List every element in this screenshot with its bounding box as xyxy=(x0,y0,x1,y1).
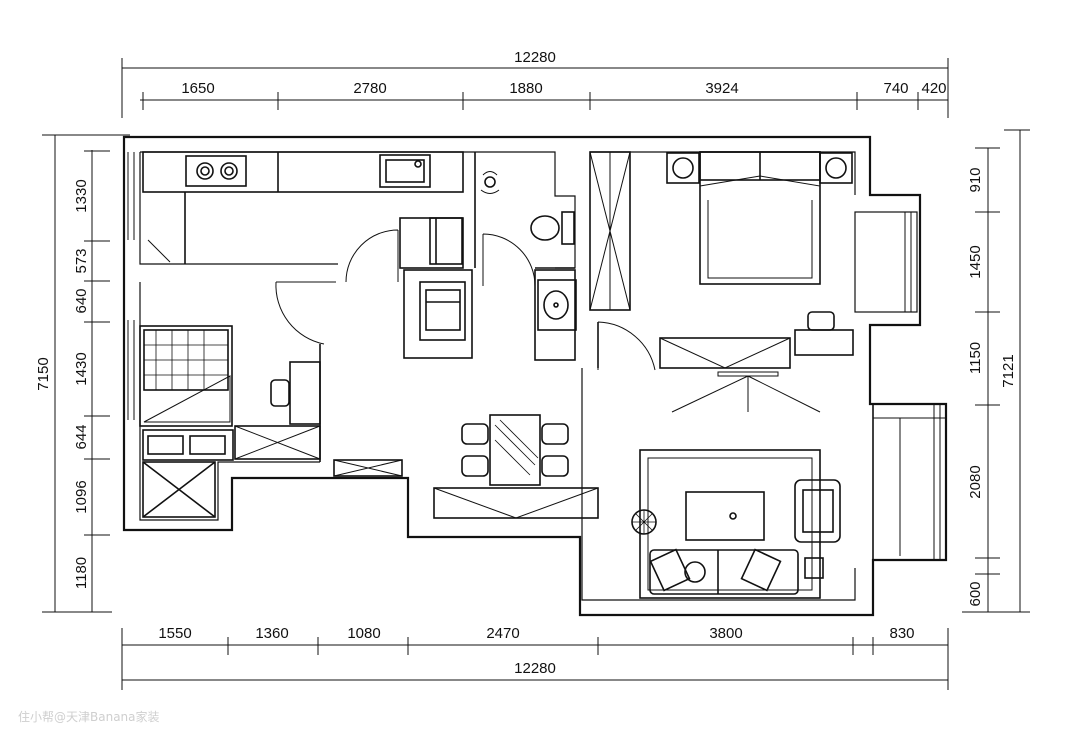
balcony-icon xyxy=(872,403,947,561)
single-bed-icon xyxy=(139,325,233,427)
top-segment-label: 420 xyxy=(921,80,946,97)
watermark: 住小帮@天津Banana家装 xyxy=(18,710,160,724)
right-segment-label: 1150 xyxy=(967,342,984,374)
dimension-lines xyxy=(42,58,1030,690)
sofa-icon xyxy=(649,548,799,595)
right-total-label: 7121 xyxy=(1000,354,1017,387)
coffee-table-icon xyxy=(685,491,765,541)
top-total-label: 12280 xyxy=(514,49,556,66)
bottom-dimensions: 1550 1360 1080 2470 3800 830 12280 xyxy=(158,625,914,677)
bottom-total-label: 12280 xyxy=(514,660,556,677)
kitchen-door xyxy=(345,229,399,283)
left-segment-label: 1180 xyxy=(73,557,90,589)
tv-cabinet-icon xyxy=(659,337,791,369)
bottom-segment-label: 1550 xyxy=(158,625,191,642)
left-dimensions: 7150 1330 573 640 1430 644 1096 1180 xyxy=(35,179,90,589)
top-segment-label: 740 xyxy=(883,80,908,97)
fridge-icon xyxy=(429,217,463,265)
toilet-icon xyxy=(530,211,575,245)
plant-icon xyxy=(631,509,657,535)
top-segment-label: 3924 xyxy=(705,80,738,97)
outer-wall xyxy=(122,135,948,617)
sink-icon xyxy=(379,154,431,188)
bathroom xyxy=(403,152,577,361)
desk-icon xyxy=(270,361,321,425)
right-segment-label: 910 xyxy=(967,167,984,192)
bathroom-door xyxy=(482,233,536,287)
dining-area xyxy=(333,414,599,519)
washing-machine-icon xyxy=(419,281,466,341)
master-bedroom xyxy=(589,151,918,413)
side-table-icon xyxy=(804,557,824,579)
second-bedroom xyxy=(139,281,336,518)
living-room xyxy=(631,403,947,599)
left-segment-label: 640 xyxy=(73,288,90,313)
left-segment-label: 573 xyxy=(73,248,90,273)
bedroom-door xyxy=(597,321,656,371)
inner-wall xyxy=(139,151,856,601)
top-segment-label: 2780 xyxy=(353,80,386,97)
desk-icon xyxy=(794,311,854,356)
storage-icon xyxy=(142,461,216,518)
bottom-segment-label: 1080 xyxy=(347,625,380,642)
shoe-cabinet-icon xyxy=(142,429,234,461)
top-dimensions: 12280 1650 2780 1880 3924 740 420 xyxy=(181,49,946,97)
bottom-segment-label: 3800 xyxy=(709,625,742,642)
right-segment-label: 600 xyxy=(967,581,984,606)
washbasin-icon xyxy=(537,279,577,331)
double-bed-icon xyxy=(699,151,821,285)
wardrobe-icon xyxy=(589,151,631,311)
shower-icon xyxy=(480,171,500,194)
bottom-segment-label: 830 xyxy=(889,625,914,642)
left-total-label: 7150 xyxy=(35,357,52,390)
right-segment-label: 1450 xyxy=(967,245,984,278)
second-bedroom-door xyxy=(275,281,336,345)
top-segment-label: 1650 xyxy=(181,80,214,97)
left-segment-label: 644 xyxy=(73,424,90,449)
entry-cabinet-icon xyxy=(433,487,599,519)
window-icon xyxy=(127,152,135,420)
left-segment-label: 1330 xyxy=(73,179,90,212)
dining-chair-icon xyxy=(461,423,569,477)
bottom-segment-label: 2470 xyxy=(486,625,519,642)
bottom-segment-label: 1360 xyxy=(255,625,288,642)
armchair-icon xyxy=(794,479,841,543)
right-segment-label: 2080 xyxy=(967,465,984,498)
tv-icon xyxy=(671,371,821,413)
kitchen xyxy=(142,151,464,269)
left-segment-label: 1430 xyxy=(73,352,90,385)
nightstand-icon xyxy=(666,152,853,184)
dining-table-icon xyxy=(489,414,541,486)
left-segment-label: 1096 xyxy=(73,480,90,513)
rug-icon xyxy=(639,449,821,599)
stove-icon xyxy=(185,155,247,187)
right-dimensions: 910 1450 1150 2080 600 7121 xyxy=(967,167,1017,606)
top-segment-label: 1880 xyxy=(509,80,542,97)
